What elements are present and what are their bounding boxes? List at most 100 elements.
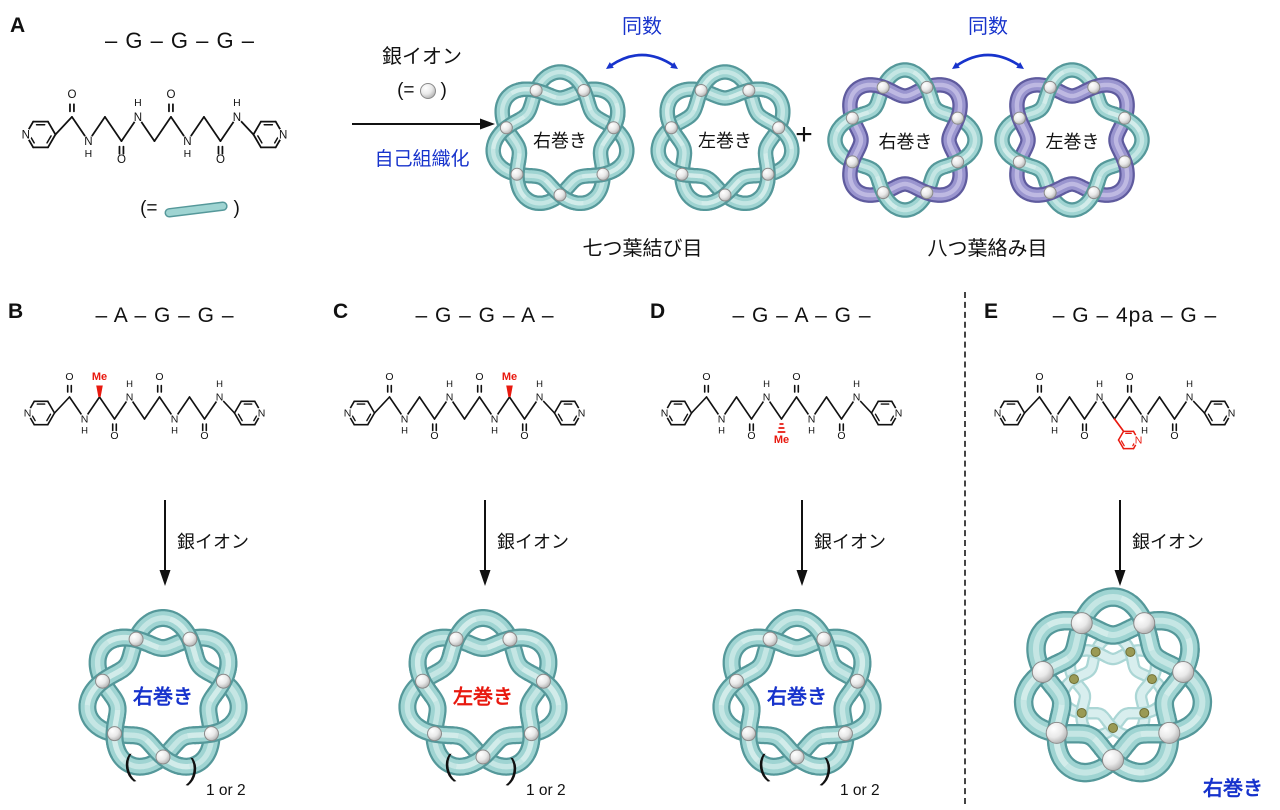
svg-text:H: H xyxy=(853,379,860,390)
silver-ion-label: 銀イオン xyxy=(382,46,462,68)
svg-text:N: N xyxy=(81,414,89,426)
svg-text:H: H xyxy=(808,426,815,437)
svg-text:N: N xyxy=(126,392,134,404)
svg-text:N: N xyxy=(258,408,266,420)
svg-text:N: N xyxy=(1141,414,1149,426)
svg-text:Me: Me xyxy=(92,371,107,383)
rod-eq-open: (= xyxy=(140,198,158,219)
panel-b-knot: 右巻き xyxy=(58,590,268,800)
svg-text:O: O xyxy=(117,154,126,166)
panel-c-arrow xyxy=(479,500,491,586)
panel-e-knot xyxy=(993,576,1233,806)
knot-hand-label: 左巻き xyxy=(453,686,513,709)
panel-b-arrow xyxy=(159,500,171,586)
svg-text:O: O xyxy=(792,371,800,383)
knot-hand-label: 右巻き xyxy=(878,131,933,152)
knot-hand-label: 右巻き xyxy=(767,686,827,709)
equal-count-label: 同数 xyxy=(968,16,1008,38)
panel-e-sequence: – G – 4pa – G – xyxy=(1052,304,1218,327)
svg-text:N: N xyxy=(446,392,454,404)
silver-ion-icon xyxy=(419,83,436,99)
panel-d-label: D xyxy=(650,300,666,323)
svg-text:O: O xyxy=(155,371,163,383)
panel-d-knot: 右巻き xyxy=(692,590,902,800)
svg-text:N: N xyxy=(1051,414,1059,426)
note-label: 1 or 2 xyxy=(526,782,566,799)
svg-text:N: N xyxy=(718,414,726,426)
svg-text:O: O xyxy=(702,371,710,383)
svg-text:H: H xyxy=(85,149,93,160)
knot-hand-label: 左巻き xyxy=(698,131,752,151)
equal-count-label: 同数 xyxy=(622,16,662,38)
svg-text:H: H xyxy=(184,149,192,160)
svg-text:N: N xyxy=(1135,435,1143,447)
svg-text:H: H xyxy=(446,379,453,390)
svg-text:N: N xyxy=(491,414,499,426)
svg-text:O: O xyxy=(385,371,393,383)
svg-text:H: H xyxy=(233,98,241,109)
svg-text:O: O xyxy=(1080,430,1088,442)
svg-text:N: N xyxy=(24,408,32,420)
svg-text:N: N xyxy=(578,408,586,420)
svg-text:N: N xyxy=(279,129,287,141)
panel-e-arrow xyxy=(1114,500,1126,586)
panel-c-silver-label: 銀イオン xyxy=(497,532,569,552)
panel-b-label: B xyxy=(8,300,24,323)
svg-text:O: O xyxy=(110,430,118,442)
panel-c-sequence: – G – G – A – xyxy=(415,304,555,327)
svg-text:N: N xyxy=(895,408,903,420)
equal-arrow-icon xyxy=(952,53,1024,69)
link8-left: 左巻き xyxy=(990,58,1155,223)
knot-caption: 七つ葉結び目 xyxy=(582,238,703,260)
svg-text:Me: Me xyxy=(774,434,789,446)
panel-d-arrow xyxy=(796,500,808,586)
svg-text:H: H xyxy=(216,379,223,390)
equal-arrow-icon xyxy=(606,53,678,69)
svg-text:H: H xyxy=(81,426,88,437)
silver-eq-open: (= xyxy=(397,80,415,101)
knot-hand-label: 左巻き xyxy=(1045,131,1100,152)
svg-text:O: O xyxy=(67,89,76,101)
note-label: 1 or 2 xyxy=(840,782,880,799)
svg-text:N: N xyxy=(22,129,30,141)
svg-text:N: N xyxy=(853,392,861,404)
panel-e-silver-label: 銀イオン xyxy=(1132,532,1204,552)
panel-a-label: A xyxy=(10,14,26,37)
svg-text:N: N xyxy=(536,392,544,404)
svg-text:O: O xyxy=(1035,371,1043,383)
svg-text:N: N xyxy=(183,136,191,148)
note-label: 1 or 2 xyxy=(206,782,246,799)
svg-text:O: O xyxy=(837,430,845,442)
svg-text:N: N xyxy=(994,408,1002,420)
svg-text:O: O xyxy=(166,89,175,101)
panel-e-label: E xyxy=(984,300,999,323)
reaction-arrow xyxy=(352,118,495,130)
svg-text:O: O xyxy=(1125,371,1133,383)
panel-c-label: C xyxy=(333,300,349,323)
panel-b-silver-label: 銀イオン xyxy=(177,532,249,552)
svg-text:H: H xyxy=(1186,379,1193,390)
svg-text:N: N xyxy=(216,392,224,404)
panel-c-knot: 左巻き xyxy=(378,590,588,800)
panel-divider xyxy=(964,292,966,804)
peptide-rod-icon xyxy=(164,201,228,218)
panel-b-sequence: – A – G – G – xyxy=(95,304,235,327)
panel-d-sequence: – G – A – G – xyxy=(732,304,872,327)
svg-text:H: H xyxy=(536,379,543,390)
svg-text:H: H xyxy=(401,426,408,437)
svg-text:H: H xyxy=(126,379,133,390)
knot7-left: 左巻き xyxy=(645,60,805,220)
svg-text:H: H xyxy=(1096,379,1103,390)
panel-d-silver-label: 銀イオン xyxy=(814,532,886,552)
peptide-rod-legend: (= ) xyxy=(110,198,270,220)
svg-text:H: H xyxy=(1141,426,1148,437)
svg-text:N: N xyxy=(233,112,241,124)
svg-text:H: H xyxy=(718,426,725,437)
panel-a-sequence: – G – G – G – xyxy=(105,28,255,53)
svg-text:O: O xyxy=(216,154,225,166)
svg-text:O: O xyxy=(1170,430,1178,442)
svg-text:Me: Me xyxy=(502,371,517,383)
